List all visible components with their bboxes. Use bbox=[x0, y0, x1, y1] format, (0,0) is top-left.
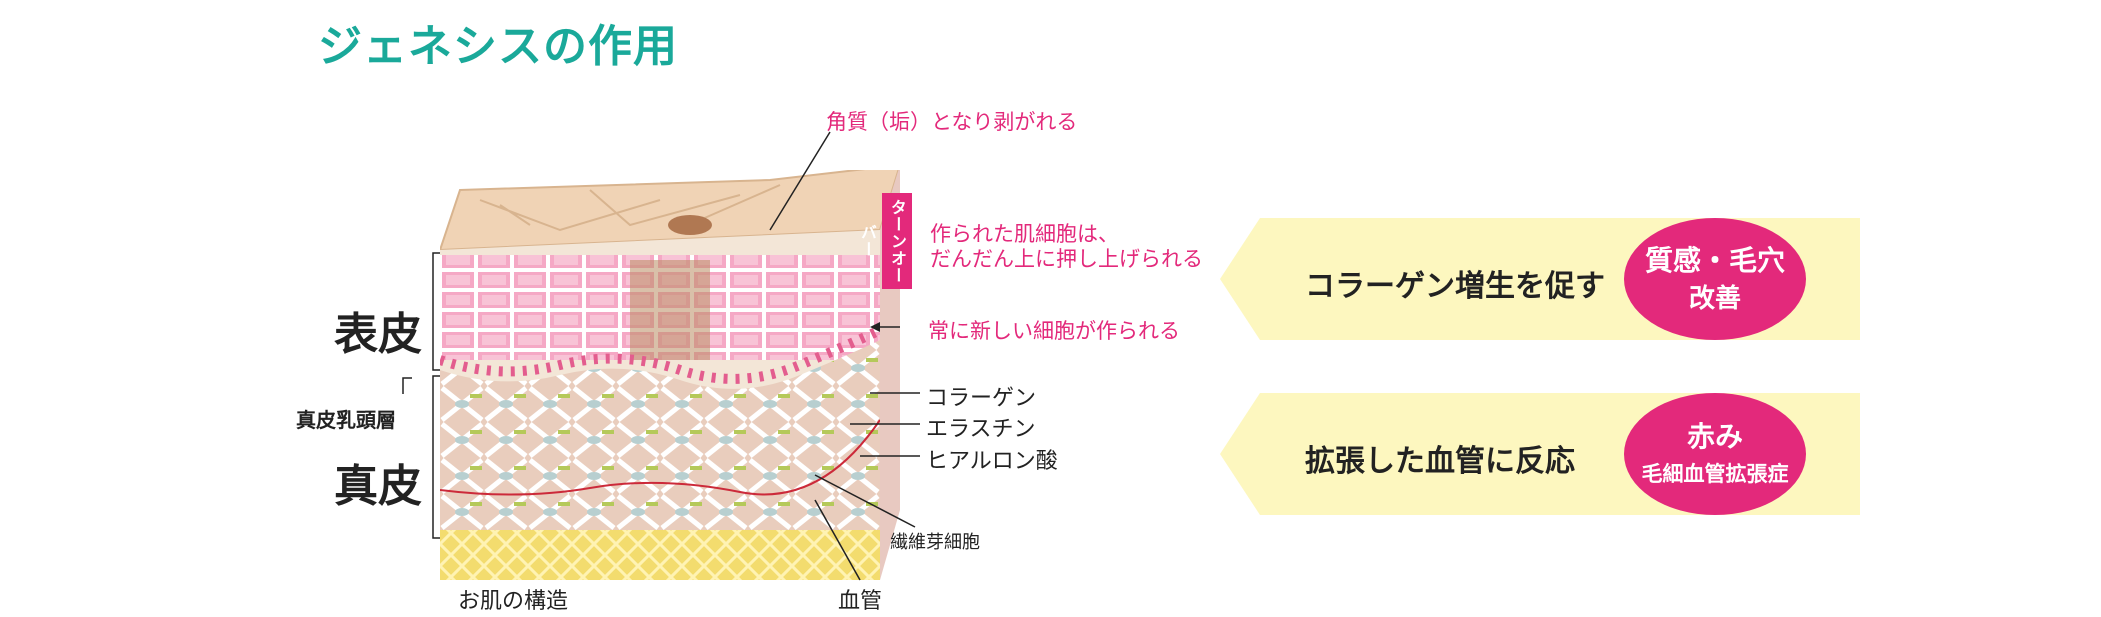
label-epidermis: 表皮 bbox=[334, 309, 422, 360]
badge-line2: 毛細血管拡張症 bbox=[1641, 462, 1789, 486]
page-title: ジェネシスの作用 bbox=[318, 21, 678, 72]
badge-line1: 赤み bbox=[1686, 420, 1743, 453]
label-cells-pushed-1: 作られた肌細胞は、 bbox=[930, 222, 1119, 246]
label-blood-vessel: 血管 bbox=[838, 589, 883, 614]
effect-text: コラーゲン増生を促す bbox=[1305, 269, 1605, 304]
label-hyaluronic-acid: ヒアルロン酸 bbox=[926, 449, 1058, 474]
label-fibroblast: 繊維芽細胞 bbox=[890, 532, 980, 553]
label-dermis: 真皮 bbox=[334, 461, 422, 512]
label-skin-structure: お肌の構造 bbox=[458, 589, 569, 614]
label-keratin-shed: 角質（垢）となり剥がれる bbox=[826, 110, 1078, 134]
badge-line2: 改善 bbox=[1688, 284, 1741, 314]
label-new-cells: 常に新しい細胞が作られる bbox=[928, 319, 1180, 343]
badge-line1: 質感・毛穴 bbox=[1644, 244, 1785, 277]
effect-text: 拡張した血管に反応 bbox=[1305, 444, 1575, 479]
label-elastin: エラスチン bbox=[926, 417, 1036, 442]
badge-redness-telangiectasia: 赤み 毛細血管拡張症 bbox=[1624, 393, 1806, 515]
label-cells-pushed-2: だんだん上に押し上げられる bbox=[930, 247, 1203, 271]
badge-texture-pores: 質感・毛穴 改善 bbox=[1624, 218, 1806, 340]
label-papillary-dermis: 真皮乳頭層 bbox=[296, 408, 396, 432]
label-turnover: ターンオーバー bbox=[858, 193, 912, 289]
label-collagen: コラーゲン bbox=[926, 386, 1037, 411]
